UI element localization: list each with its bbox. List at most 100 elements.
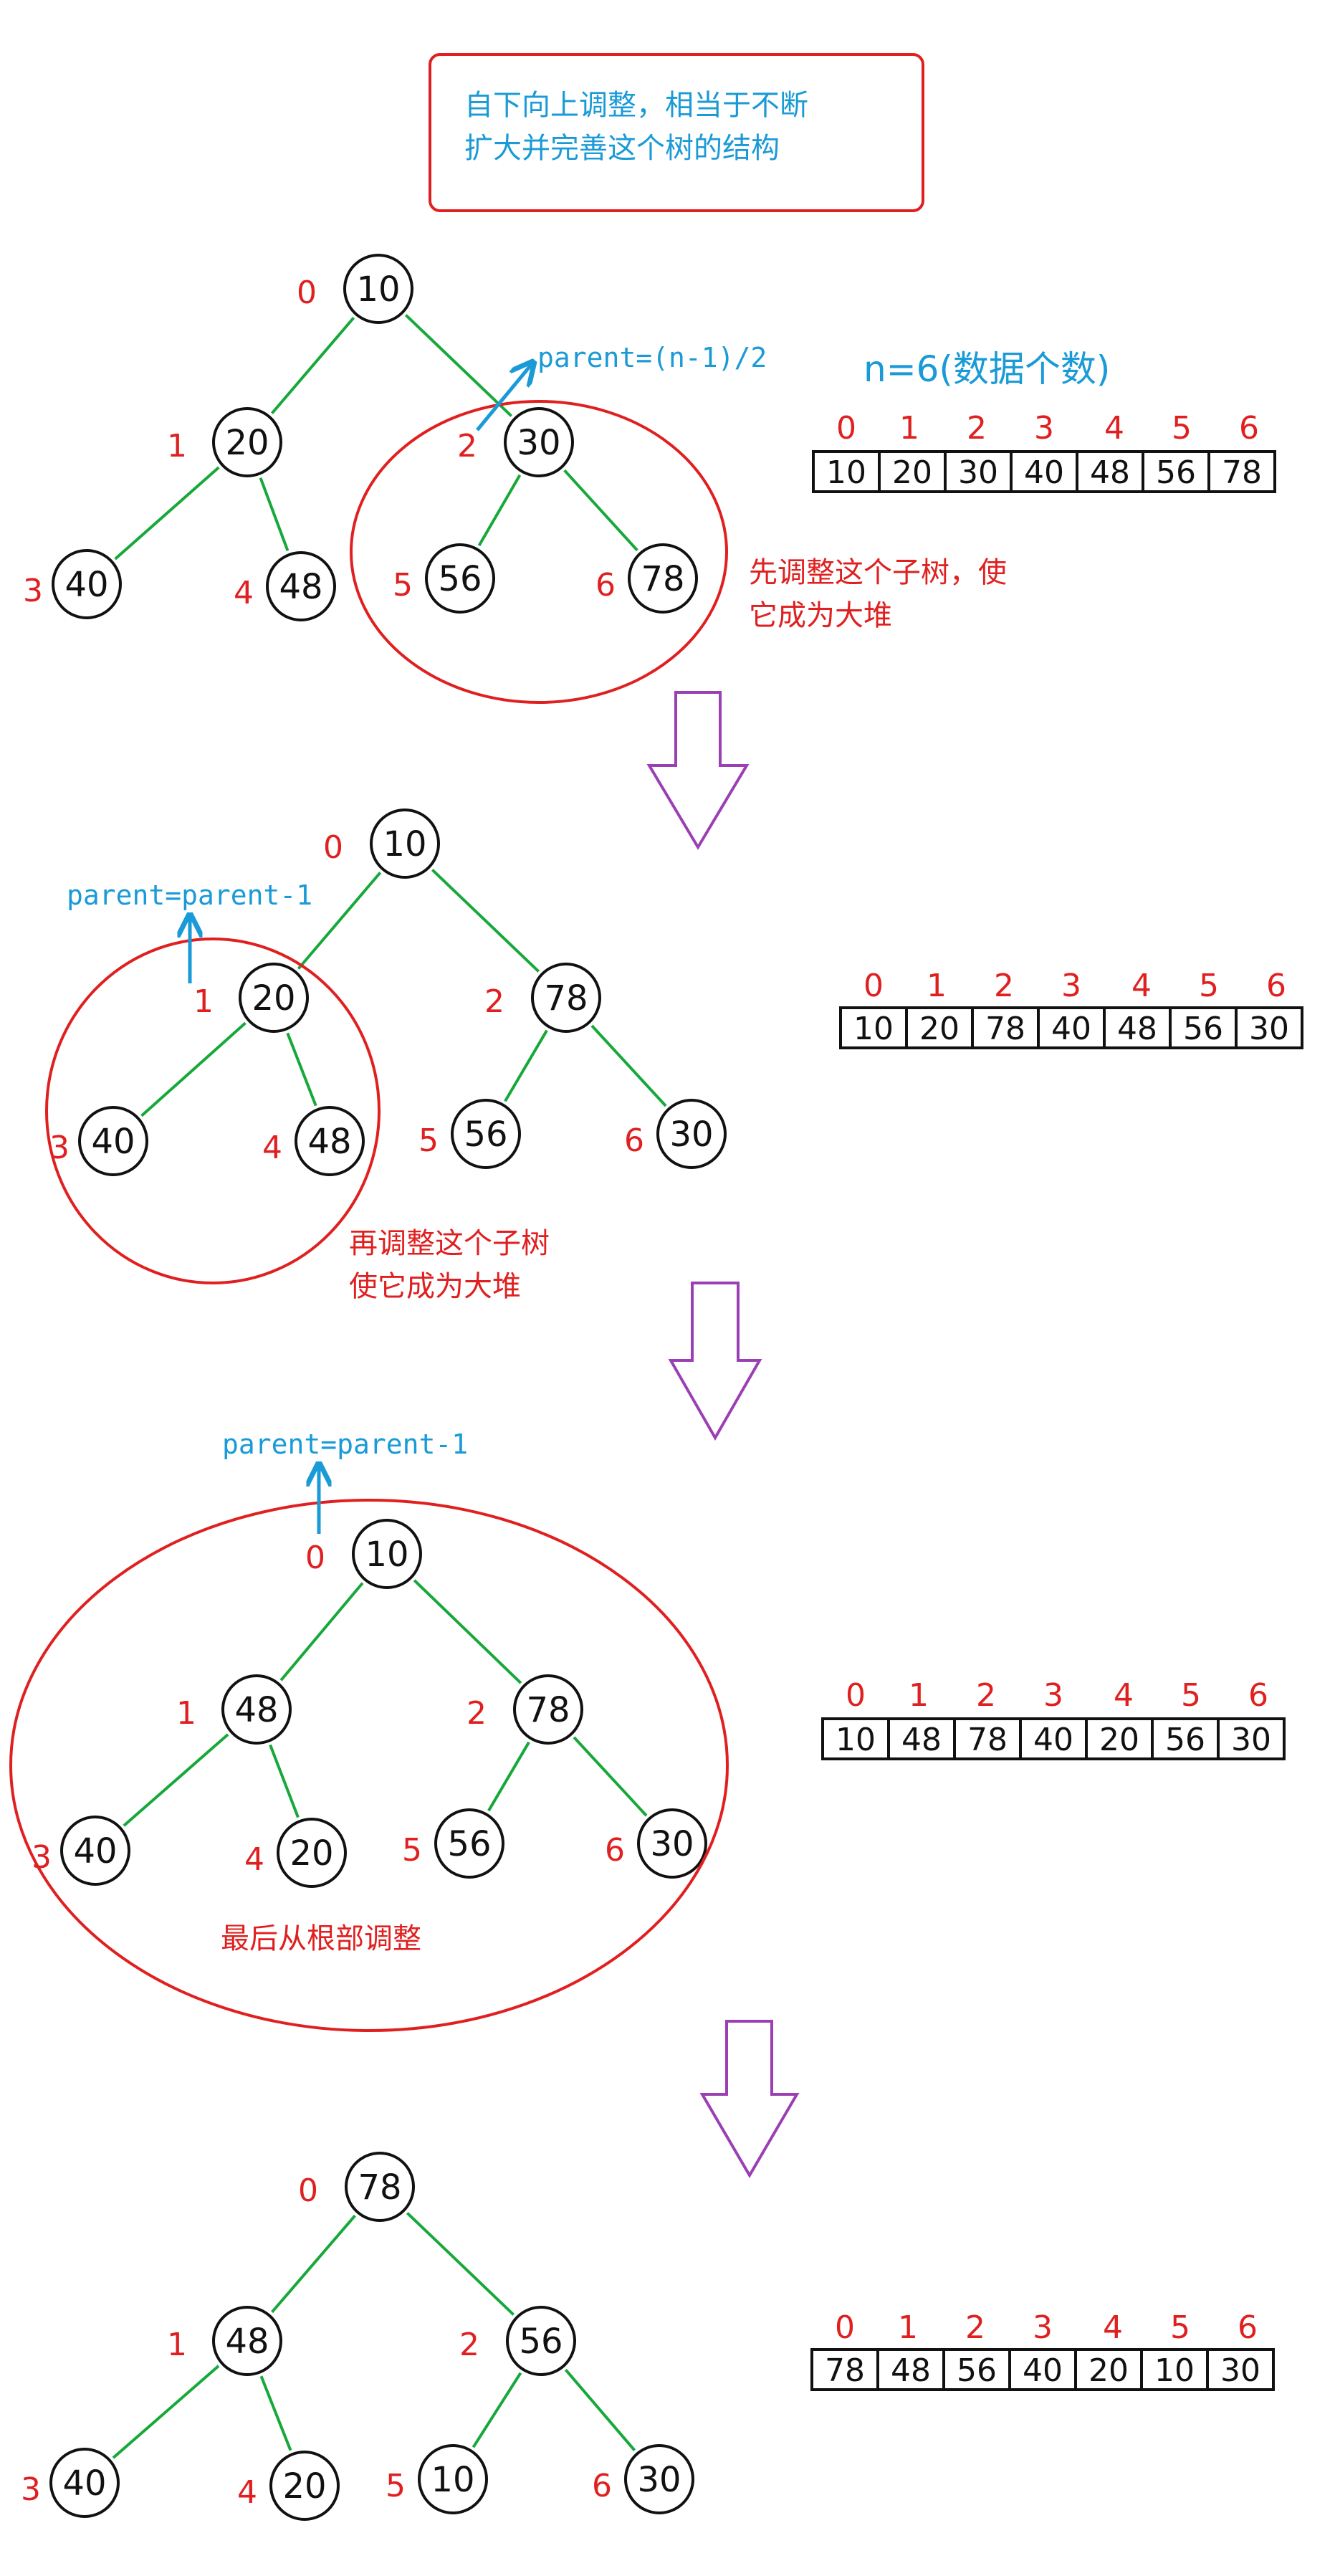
node-value: 30	[637, 2460, 681, 2500]
node-value: 10	[383, 824, 426, 864]
node-circle	[504, 407, 574, 477]
node-circle	[60, 1816, 130, 1886]
node-circle	[212, 2306, 282, 2376]
array-index-label: 3	[1033, 2309, 1053, 2346]
tree-node: 105	[386, 2444, 488, 2514]
node-circle	[370, 808, 440, 879]
tree-node: 403	[32, 1816, 130, 1886]
node-value: 48	[225, 2322, 269, 2362]
array-index-label: 5	[1199, 968, 1219, 1004]
tree-node: 302	[457, 407, 574, 477]
tree-edge	[477, 474, 522, 547]
array-cell: 78	[967, 1722, 1008, 1758]
node-value: 78	[641, 559, 684, 599]
tree-node: 782	[484, 963, 601, 1033]
tree-edge	[270, 316, 355, 415]
tree-node: 481	[167, 2306, 282, 2376]
array-index-label: 4	[1104, 410, 1124, 447]
node-circle	[513, 1674, 583, 1745]
node-value: 30	[517, 423, 560, 463]
tree-edge	[487, 1741, 530, 1812]
tree-edge	[123, 1733, 229, 1827]
node-value: 30	[650, 1824, 694, 1864]
node-circle	[531, 963, 601, 1033]
node-circle	[343, 254, 413, 324]
node-value: 20	[225, 423, 269, 463]
pointer-label: parent=parent-1	[222, 1428, 468, 1460]
tree-edge	[504, 1029, 548, 1102]
array-cell: 48	[1117, 1011, 1157, 1047]
array-cell: 20	[1099, 1722, 1139, 1758]
array-cell: 56	[957, 2352, 997, 2389]
node-circle	[212, 407, 282, 477]
n-label: n=6(数据个数)	[863, 348, 1110, 390]
tree-edge	[590, 1024, 667, 1107]
node-index-label: 0	[298, 2172, 318, 2209]
array-index-label: 3	[1034, 410, 1054, 447]
tree-node: 78 0	[298, 2152, 415, 2222]
tree-node: 484	[234, 551, 336, 621]
array-cell: 56	[1183, 1011, 1223, 1047]
node-index-label: 6	[592, 2468, 612, 2504]
subtree-highlight	[350, 400, 728, 704]
tree-node: 100	[297, 254, 413, 324]
node-circle	[451, 1099, 521, 1169]
node-index-label: 4	[262, 1130, 282, 1166]
array-cell: 40	[1023, 2352, 1063, 2389]
node-circle	[295, 1106, 365, 1176]
tree-edge	[286, 1032, 317, 1107]
node-index-label: 3	[23, 573, 43, 609]
array-cell: 40	[1024, 454, 1064, 491]
array-index-label: 2	[965, 2309, 985, 2346]
node-circle	[269, 2451, 340, 2521]
tree-node: 100	[305, 1519, 422, 1589]
array-cell: 30	[1231, 1722, 1271, 1758]
tree-node: 306	[605, 1808, 707, 1879]
node-index-label: 2	[466, 1695, 487, 1732]
tree-node: 48 4	[262, 1106, 365, 1176]
tree-edge	[259, 2375, 292, 2451]
node-value: 40	[73, 1831, 117, 1871]
pointer-label: parent=parent-1	[67, 879, 312, 911]
tree-node: 201	[167, 407, 282, 477]
stage-note-line1: 再调整这个子树	[349, 1227, 550, 1260]
tree-edge	[404, 314, 513, 417]
tree-node: 306	[624, 1099, 727, 1169]
node-value: 30	[669, 1115, 713, 1155]
node-value: 10	[356, 269, 400, 310]
array-index-label: 0	[863, 968, 884, 1004]
node-circle	[352, 1519, 422, 1589]
tree-edge	[564, 2368, 636, 2452]
tree-node: 565	[402, 1808, 504, 1879]
node-index-label: 5	[402, 1832, 422, 1869]
node-circle	[277, 1818, 347, 1888]
tree-node: 204	[237, 2451, 340, 2521]
tree-node: 403	[21, 2448, 120, 2518]
intro-note: 自下向上调整，相当于不断 扩大并完善这个树的结构	[429, 53, 924, 212]
node-index-label: 5	[386, 2468, 406, 2504]
node-value: 48	[279, 567, 322, 607]
array-cell: 20	[919, 1011, 960, 1047]
array-cell: 56	[1156, 454, 1196, 491]
stage-note-line2: 它成为大堆	[749, 599, 892, 632]
node-value: 48	[307, 1122, 351, 1162]
array-index-label: 0	[836, 410, 856, 447]
node-circle	[78, 1106, 148, 1176]
array-cell: 78	[1222, 454, 1262, 491]
array-cell: 30	[958, 454, 998, 491]
node-index-label: 1	[176, 1695, 196, 1732]
array-cell: 48	[891, 2352, 931, 2389]
array-index-label: 5	[1181, 1677, 1201, 1714]
tree-edge	[472, 2372, 522, 2448]
node-value: 40	[91, 1122, 135, 1162]
array-index-label: 6	[1266, 968, 1286, 1004]
array-index-label: 0	[835, 2309, 855, 2346]
node-value: 78	[358, 2167, 401, 2208]
tree-node: 403	[49, 1106, 148, 1176]
tree-edge	[563, 469, 638, 552]
array-index-label: 1	[909, 1677, 929, 1714]
